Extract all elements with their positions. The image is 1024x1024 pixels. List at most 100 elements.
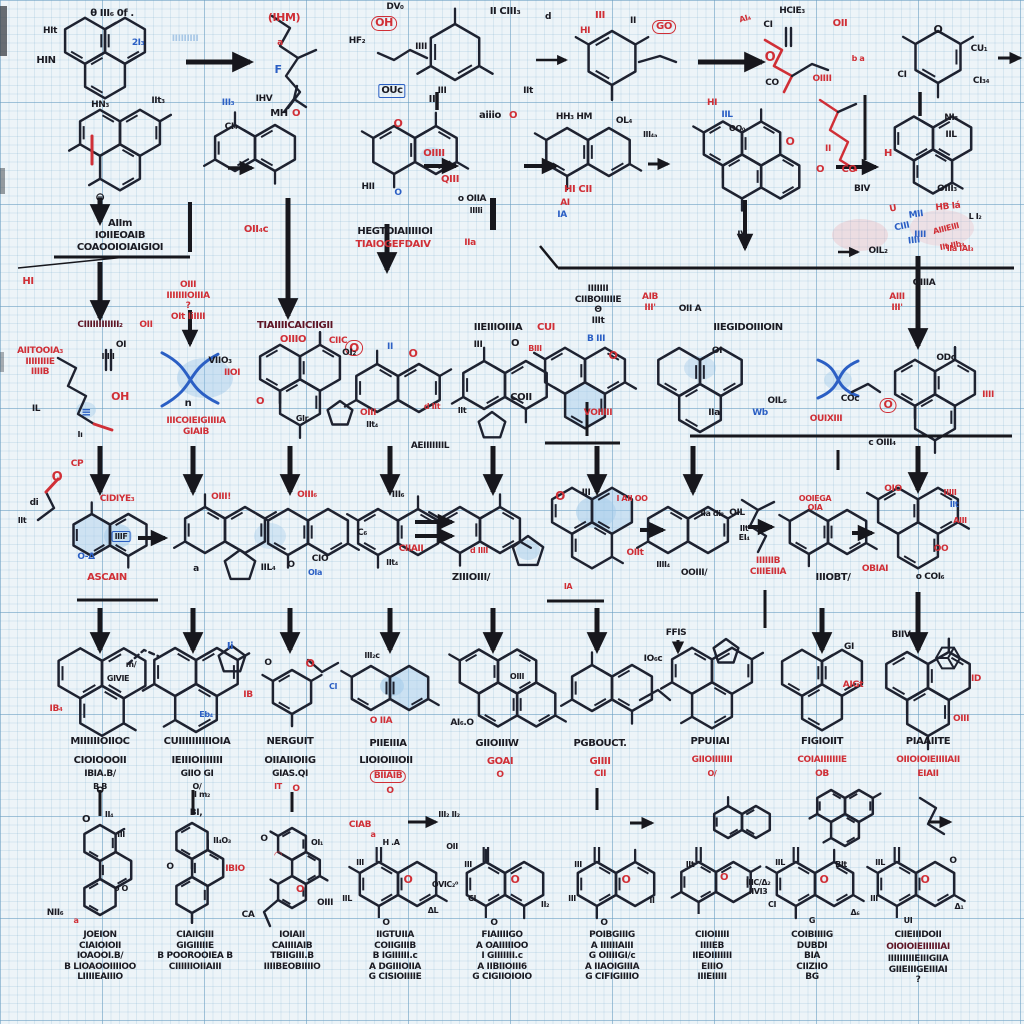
substituent-bond [236,652,251,662]
substituent-bond [87,177,102,187]
double-bond-marks [465,653,496,678]
scan-edge-mark [0,168,5,194]
diagram-label: O [608,349,618,362]
diagram-label: IIIC/Δ₂ IIVI3 [745,878,771,897]
substituent-bond [427,697,440,707]
bond-chain [126,648,160,666]
double-bond-marks [285,383,318,409]
diagram-label: IIL [945,130,957,140]
cyclopentane-ring [511,534,545,567]
diagram-label: B III [586,334,606,344]
diagram-label: IIL₄ [260,563,276,573]
diagram-label: O [555,489,565,503]
diagram-label: IIt [17,516,27,525]
diagram-label: IIa [708,408,720,418]
diagram-label: OIIIA [912,278,936,288]
substituent-bond [750,651,765,661]
substituent-bond [816,541,830,551]
diagram-label: I m₂ [193,790,211,799]
substituent-bond [360,130,375,140]
diagram-label: CIIOIIIII IIIIEB IIEOIIIIIII EIIIO IIIEI… [692,930,732,983]
substituent-bond [141,682,156,692]
double-bond-marks [846,816,856,844]
diagram-label: OII [446,842,458,851]
diagram-label: IIt [685,860,695,869]
substituent-bond [809,683,824,692]
diagram-label: 2I₃ [131,38,145,48]
diagram-label: IIGTUIIA COIIGIIIB B IGIIIIII.c A DGIIIO… [368,930,422,983]
substituent-bond [599,669,614,678]
diagram-label: F [274,63,282,76]
diagram-label: O [510,338,520,349]
diagram-label: GIVIE [106,674,130,683]
double-bond-marks [121,148,135,186]
double-bond-marks [281,830,305,849]
diagram-label: IIt₄ [366,420,378,429]
substituent-bond [686,540,701,549]
diagram-label: IA [557,210,567,220]
double-bond-marks [115,518,127,552]
diagram-label: IIIIIIIIIEIIIGIIA GIIEIIIGEIIIAI ? [887,954,949,986]
substituent-bond [675,511,690,520]
diagram-label: GOAI [486,756,514,767]
diagram-label: IIa IAI₃ [946,244,974,253]
diagram-label: θ III₆ 0f . [90,8,134,19]
double-bond-marks [779,866,810,902]
diagram-label: O [260,834,268,844]
diagram-label: o COI₆ [915,572,945,582]
diagram-label: II [387,342,393,352]
double-bond-marks [260,129,274,167]
double-bond-marks [782,158,795,195]
substituent-bond [808,812,819,820]
double-bond-marks [88,837,114,858]
diagram-label: OI [115,340,127,350]
diagram-label: ◠ [274,850,282,861]
double-bond-marks [125,114,158,140]
diagram-label: III [117,830,125,839]
diagram-label: O [815,164,825,175]
substituent-bond [559,698,574,707]
substituent-bond [478,64,494,75]
diagram-label: FFIS [665,628,687,638]
diagram-label: IIICOIEIGIIIIA GIAIB [166,416,226,437]
diagram-label: IIIII [943,488,957,497]
diagram-label: OIII [509,672,525,681]
diagram-label: OI₁ [310,838,324,847]
diagram-label: IIIIIIIII [171,34,199,44]
diagram-label: O [403,873,413,886]
double-bond-marks [702,365,736,392]
substituent-bond [343,398,358,408]
diagram-label: b a [851,54,865,63]
double-bond-marks [302,349,335,375]
hexagon-ring [913,393,957,442]
substituent-bond [670,890,683,899]
diagram-label: HIN [36,55,56,66]
diagram-label: AEIIIIIIIL [410,441,450,451]
diagram-label: O [393,117,403,130]
diagram-label: II [428,94,436,105]
diagram-label: O [295,884,305,895]
substituent-bond [413,130,428,140]
diagram-label: HH₃ HM [555,112,593,122]
cube-glyph-edge [947,657,955,669]
diagram-label: ZIIIOIII/ [451,572,491,583]
scan-edge-mark [0,6,7,56]
diagram-label: IIOI [223,368,241,378]
diagram-label: COc [840,394,860,404]
diagram-label: (IHM) [267,11,301,24]
diagram-label: OII [139,320,153,330]
diagram-label: O [255,396,265,407]
double-bond-marks [518,653,531,690]
bond-chain [637,54,678,64]
double-bond-marks [466,378,500,405]
hexagon-ring [721,153,763,200]
substituent-bond [388,669,402,679]
double-bond-marks [835,866,848,902]
double-bond-marks [939,492,953,530]
substituent-bond [435,893,448,903]
diagram-label: BIIAIB [369,770,407,783]
double-bond-marks [745,808,755,836]
hexagon-ring [175,875,209,915]
substituent-bond [467,686,481,695]
diagram-label: OIL [729,508,745,518]
